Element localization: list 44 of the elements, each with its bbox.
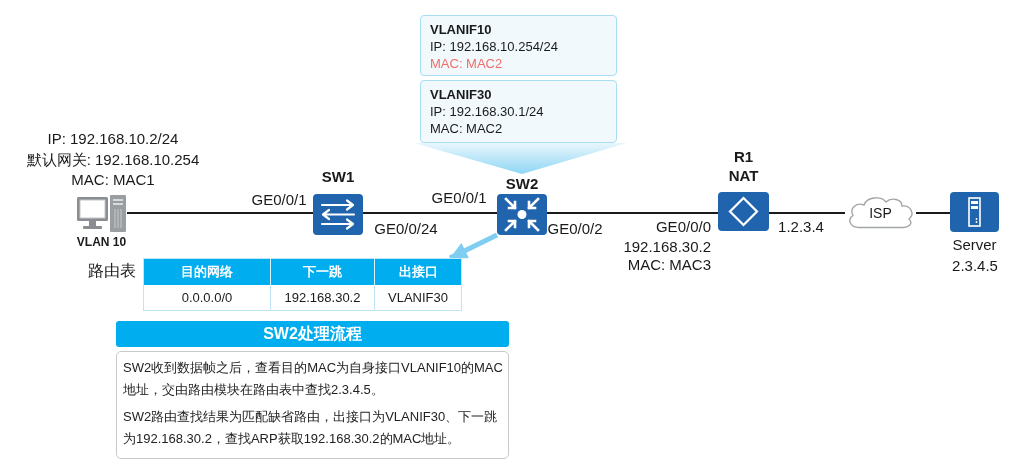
callout-text: MAC: MAC2: [430, 55, 503, 72]
table-value: 0.0.0.0/0: [144, 285, 271, 310]
device-label: Server: [952, 236, 997, 254]
link-line: [768, 212, 846, 214]
callout-text: IP: 192.168.30.1/24: [430, 103, 544, 120]
node-label: ISP: [869, 204, 892, 222]
port-label: GE0/0/2: [547, 220, 603, 238]
callout-pointer: [414, 143, 627, 174]
panel-header: SW2处理流程: [116, 321, 509, 347]
callout-title: VLANIF10: [430, 21, 492, 38]
device-label: R1: [733, 147, 754, 166]
link-line: [126, 212, 314, 214]
table-value: 192.168.30.2: [271, 285, 375, 310]
paragraph: SW2收到数据帧之后，查看目的MAC为自身接口VLANIF10的MAC地址，交由路由模块在路由表中查找2.3.4.5。: [123, 359, 503, 399]
address-label: 1.2.3.4: [778, 218, 824, 236]
port-label: GE0/0/1: [251, 191, 307, 209]
info-callout: [420, 15, 617, 76]
address-label: MAC: MAC3: [627, 256, 711, 274]
device-label: SW1: [321, 167, 355, 186]
arrow: [448, 232, 499, 261]
paragraph: SW2路由查找结果为匹配缺省路由，出接口为VLANIF30、下一跳为192.168.30.2，查找ARP获取192.168.30.2的MAC地址。: [123, 408, 499, 448]
link-line: [362, 212, 498, 214]
link-line: [546, 212, 719, 214]
column-header: 下一跳: [271, 259, 375, 285]
callout-title: VLANIF30: [430, 86, 492, 103]
port-label: GE0/0/0: [655, 218, 711, 236]
device-label: VLAN 10: [76, 235, 127, 249]
table-title: 路由表: [88, 261, 136, 281]
port-label: GE0/0/1: [431, 189, 487, 207]
port-label: GE0/0/24: [374, 220, 438, 238]
link-line: [915, 212, 951, 214]
host-info: 默认网关: 192.168.10.254: [26, 150, 200, 169]
address-label: 2.3.4.5: [952, 257, 998, 275]
info-callout: [420, 80, 617, 143]
callout-text: MAC: MAC2: [430, 120, 503, 137]
table-value: VLANIF30: [387, 289, 449, 307]
host-info: MAC: MAC1: [71, 171, 155, 189]
column-header: 目的网络: [144, 259, 271, 285]
callout-text: IP: 192.168.10.254/24: [430, 38, 558, 55]
column-header: 出接口: [375, 259, 461, 285]
device-label: SW2: [505, 174, 539, 193]
host-info: IP: 192.168.10.2/24: [47, 130, 179, 148]
address-label: 192.168.30.2: [623, 238, 711, 256]
device-label: NAT: [728, 166, 759, 185]
